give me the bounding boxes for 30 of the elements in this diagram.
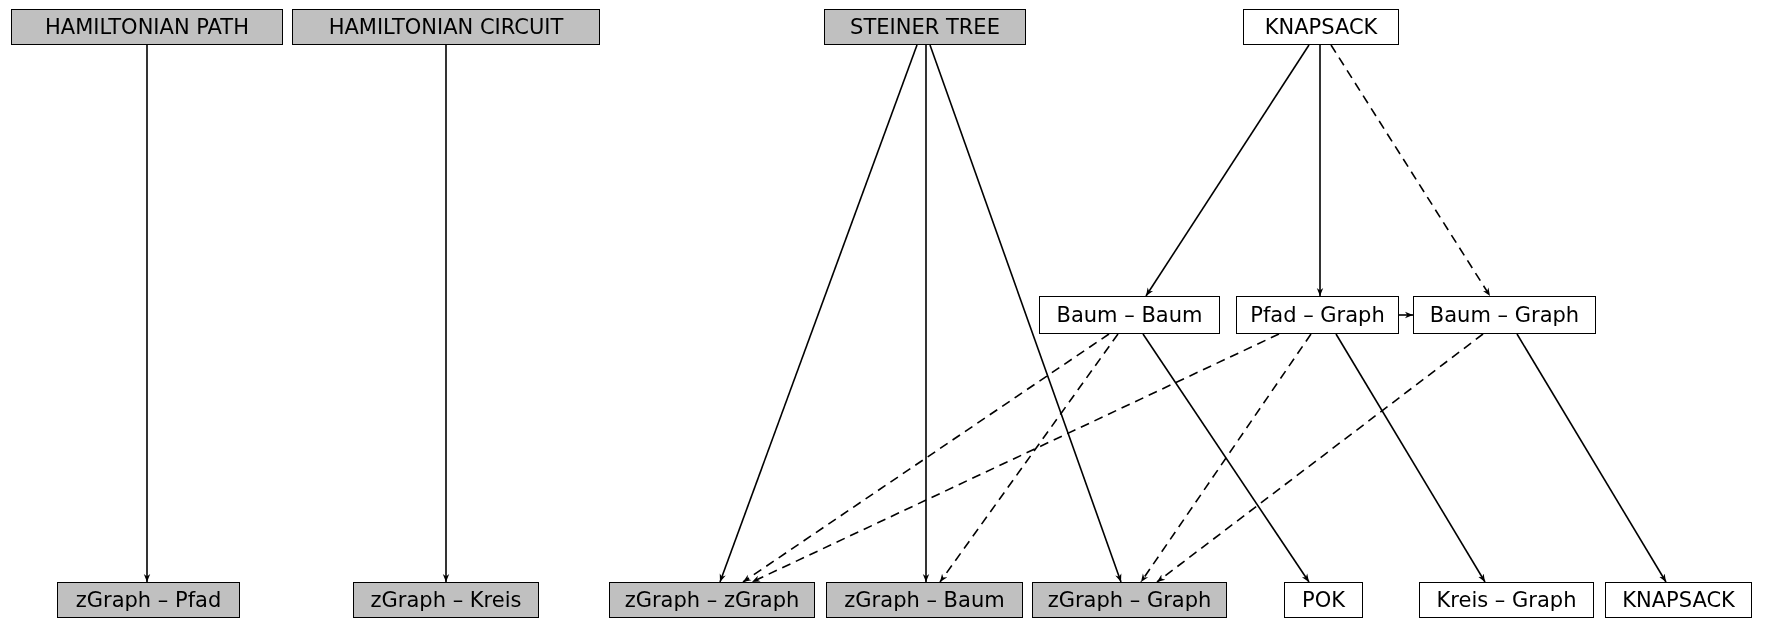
arrow (1156, 333, 1484, 583)
arrow (1398, 311, 1414, 319)
node-box: Pfad – Graph (1236, 296, 1399, 334)
node-box: HAMILTONIAN CIRCUIT (292, 9, 600, 45)
node-box: zGraph – Baum (826, 582, 1023, 618)
node-box: KNAPSACK (1605, 582, 1752, 618)
node-box: zGraph – Pfad (57, 582, 240, 618)
arrow (719, 44, 918, 583)
node-box: zGraph – Kreis (353, 582, 539, 618)
arrow (1145, 44, 1310, 297)
arrow (1316, 44, 1324, 297)
node-box: Baum – Baum (1039, 296, 1220, 334)
arrow (751, 333, 1280, 583)
node-box: HAMILTONIAN PATH (11, 9, 283, 45)
arrow (1335, 333, 1486, 583)
arrow (939, 333, 1119, 583)
node-box: Baum – Graph (1413, 296, 1596, 334)
node-box: KNAPSACK (1243, 9, 1399, 45)
arrow (742, 333, 1110, 583)
arrow (442, 44, 450, 583)
arrow (143, 44, 151, 583)
node-box: STEINER TREE (824, 9, 1026, 45)
arrow (929, 44, 1122, 583)
arrow (922, 44, 930, 583)
node-box: zGraph – Graph (1032, 582, 1227, 618)
node-box: Kreis – Graph (1419, 582, 1594, 618)
arrow (1330, 44, 1491, 297)
node-box: zGraph – zGraph (609, 582, 815, 618)
arrow (1516, 333, 1667, 583)
node-box: POK (1284, 582, 1363, 618)
